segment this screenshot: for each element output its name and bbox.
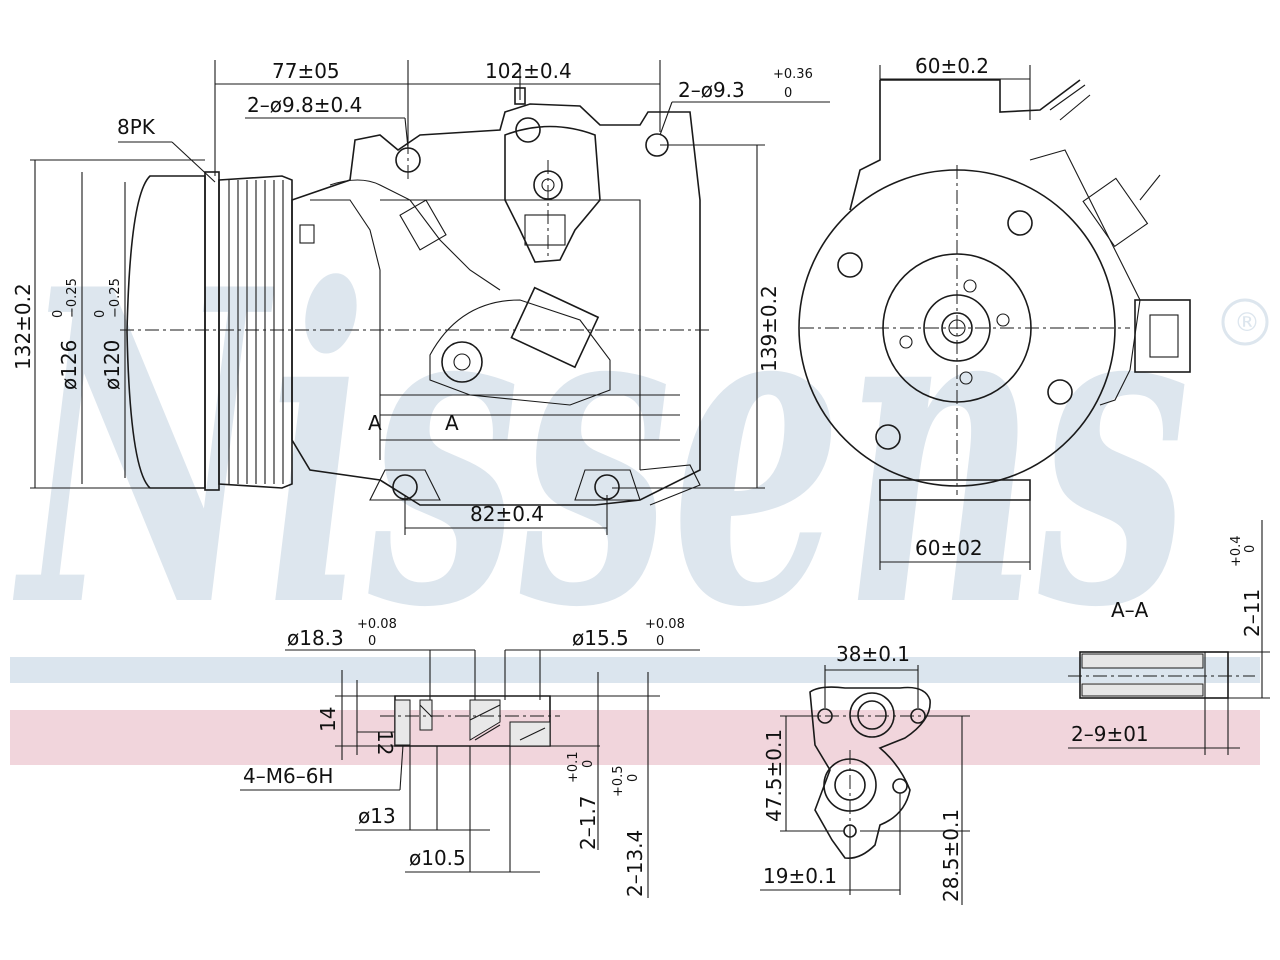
dim-2-11-tol-lower: 0 [1243,545,1258,553]
dim-14: 14 [316,707,340,732]
dim-2-11: 2–11 [1240,589,1264,637]
dim-13-4-tol-lower: 0 [626,774,641,782]
dim-126-tol-lower: −0.25 [65,278,80,318]
dim-139: 139±0.2 [757,285,781,372]
belt-label: 8PK [117,115,156,139]
dim-15-5-tol-lower: 0 [656,634,664,649]
dim-10-5: ø10.5 [409,846,466,870]
dim-126-tol-upper: 0 [51,310,66,318]
side-view: 60±0.2 60±02 [798,54,1191,570]
dim-102: 102±0.4 [485,59,572,83]
section-aa: A–A 2–11 +0.4 0 2–9±01 [1068,520,1270,755]
thread-label: 4–M6–6H [243,764,333,788]
dim-holes-top-right: 2–ø9.3 [678,78,745,102]
section-mark-left: A [368,411,382,435]
dim-120-tol-lower: −0.25 [108,278,123,318]
watermark-text: Nissens [12,197,1190,702]
dim-132: 132±0.2 [11,283,35,370]
dim-19: 19±0.1 [763,864,837,888]
dim-1-7: 2–1.7 [576,795,600,850]
watermark: Nissens ® [12,197,1269,702]
front-dimensions: 77±05 102±0.4 2–ø9.8±0.4 2–ø9.3 +0.36 0 … [11,59,830,535]
dim-126: ø126 [57,340,81,390]
pulley [126,171,293,491]
dim-15-5: ø15.5 [572,626,629,650]
dim-28-5: 28.5±0.1 [939,809,963,902]
registered-mark-circle [1221,298,1269,346]
dim-2-9: 2–9±01 [1071,722,1149,746]
dim-60-top: 60±0.2 [915,54,989,78]
section-mark-right: A [445,411,459,435]
dim-13-4: 2–13.4 [623,830,647,897]
dim-18-3: ø18.3 [287,626,344,650]
registered-mark: ® [1234,308,1260,338]
dim-77: 77±05 [272,59,340,83]
dim-120-tol-upper: 0 [93,310,108,318]
watermark-band-blue [10,657,1260,683]
dim-18-3-tol-lower: 0 [368,634,376,649]
dim-holes-top-left: 2–ø9.8±0.4 [247,93,362,117]
dim-1-7-tol-upper: +0.1 [566,751,581,783]
dim-38: 38±0.1 [836,642,910,666]
flange-view: 38±0.1 47.5±0.1 19±0.1 28.5±0.1 [760,642,970,905]
section-aa-title: A–A [1111,598,1149,622]
dim-holes-top-right-tol-upper: +0.36 [773,67,813,82]
dim-82: 82±0.4 [470,502,544,526]
dim-holes-top-right-tol-lower: 0 [784,86,792,101]
front-view: A A 77±05 102±0.4 2–ø9.8±0.4 2–ø9.3 +0.3… [11,59,830,535]
dim-120: ø120 [100,340,124,390]
dim-12: 12 [373,730,397,755]
dim-13-4-tol-upper: +0.5 [611,765,626,797]
fitting-section: ø18.3 +0.08 0 ø15.5 +0.08 0 14 12 4–M6–6… [240,617,700,898]
watermark-band-red [10,710,1260,765]
dim-13: ø13 [358,804,396,828]
dim-18-3-tol-upper: +0.08 [357,617,397,632]
dim-2-11-tol-upper: +0.4 [1229,535,1244,567]
dim-47-5: 47.5±0.1 [762,729,786,822]
dim-15-5-tol-upper: +0.08 [645,617,685,632]
dim-1-7-tol-lower: 0 [581,760,596,768]
dim-60-bottom: 60±02 [915,536,983,560]
